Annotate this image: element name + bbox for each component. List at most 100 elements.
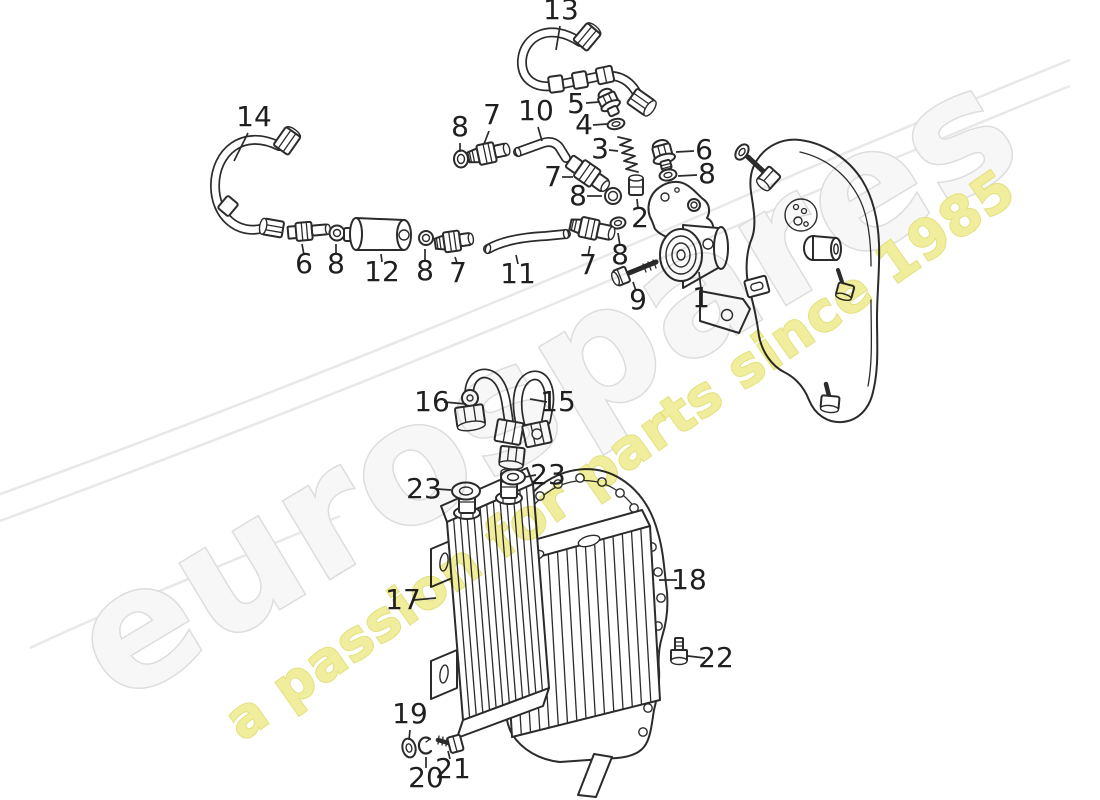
callout-label-5: 5 xyxy=(567,87,585,120)
callout-label-13: 13 xyxy=(543,0,579,26)
callout-8: 8 xyxy=(451,110,469,152)
fin-line xyxy=(593,540,606,715)
callout-23: 23 xyxy=(406,472,452,505)
fin-line xyxy=(466,512,484,714)
callout-leader-14 xyxy=(233,132,249,162)
washer-19 xyxy=(401,737,417,759)
callout-label-8: 8 xyxy=(416,254,434,287)
callout-6: 6 xyxy=(675,133,713,166)
hose-16 xyxy=(454,368,514,432)
callout-label-6: 6 xyxy=(295,247,313,280)
callout-label-4: 4 xyxy=(575,108,593,141)
callout-label-8: 8 xyxy=(698,157,716,190)
callout-leader-17 xyxy=(413,597,437,601)
callout-1: 1 xyxy=(692,271,710,314)
fitting-7-b xyxy=(466,141,511,166)
callout-label-7: 7 xyxy=(579,248,597,281)
fin-line xyxy=(505,495,524,699)
callout-label-8: 8 xyxy=(327,247,345,280)
callout-14: 14 xyxy=(233,100,272,162)
callout-label-12: 12 xyxy=(364,255,400,288)
callout-leader-22 xyxy=(687,655,706,659)
fin-line xyxy=(566,548,578,722)
callout-label-10: 10 xyxy=(518,94,554,127)
bolt-22 xyxy=(670,637,688,666)
callout-11: 11 xyxy=(500,254,536,290)
fin-line xyxy=(472,509,491,711)
callout-7: 7 xyxy=(579,245,597,281)
callout-label-20: 20 xyxy=(408,761,444,794)
spring-3 xyxy=(617,136,639,173)
thermostat-housing-1 xyxy=(647,180,751,334)
callout-3: 3 xyxy=(591,132,619,165)
lock-washer-20 xyxy=(417,736,433,755)
callout-label-14: 14 xyxy=(236,100,272,133)
callout-label-11: 11 xyxy=(500,257,536,290)
fitting-5 xyxy=(597,87,621,118)
callout-2: 2 xyxy=(631,198,649,234)
oil-cooler-17 xyxy=(430,467,550,739)
callout-5: 5 xyxy=(567,87,600,120)
washer-8-d xyxy=(658,168,678,182)
hose-15 xyxy=(493,370,555,470)
callout-label-8: 8 xyxy=(569,179,587,212)
fin-line xyxy=(512,492,530,697)
callout-9: 9 xyxy=(629,281,647,316)
seal-washer-23-left xyxy=(451,481,481,501)
fitting-6-left xyxy=(286,220,332,242)
callout-8: 8 xyxy=(611,232,629,271)
callout-19: 19 xyxy=(392,697,428,741)
callout-label-23: 23 xyxy=(530,458,566,491)
fitting-6-right xyxy=(651,139,676,172)
callout-leader-7 xyxy=(587,245,591,257)
hose-14 xyxy=(209,125,302,239)
fin-line xyxy=(525,486,544,692)
fin-line xyxy=(584,543,596,717)
parts xyxy=(209,22,881,798)
callout-label-7: 7 xyxy=(449,256,467,289)
fin-line xyxy=(486,503,504,706)
callout-8: 8 xyxy=(569,179,602,212)
callout-leader-8 xyxy=(677,174,698,177)
fin-line xyxy=(492,500,510,704)
callout-16: 16 xyxy=(414,385,467,418)
callout-label-7: 7 xyxy=(544,160,562,193)
callout-label-15: 15 xyxy=(540,385,576,418)
callout-leader-12 xyxy=(380,253,383,263)
pipe-10 xyxy=(513,136,571,163)
fin-line xyxy=(459,515,477,716)
callout-label-6: 6 xyxy=(695,133,713,166)
fin-line xyxy=(479,506,497,709)
fin-line xyxy=(452,518,471,719)
washer-4 xyxy=(606,117,626,131)
callout-7: 7 xyxy=(544,160,573,193)
callout-17: 17 xyxy=(385,583,437,616)
fin-line xyxy=(499,497,517,701)
callout-label-16: 16 xyxy=(414,385,450,418)
callout-leader-6 xyxy=(301,243,305,256)
callout-6: 6 xyxy=(295,243,313,280)
callout-leader-7 xyxy=(454,256,458,264)
callout-12: 12 xyxy=(364,253,400,288)
callout-leader-15 xyxy=(529,398,548,403)
hose-11 xyxy=(483,228,571,255)
piston-2 xyxy=(628,174,644,196)
callout-label-8: 8 xyxy=(611,238,629,271)
callout-8: 8 xyxy=(327,244,345,280)
callout-leader-4 xyxy=(592,123,608,126)
callout-20: 20 xyxy=(408,757,444,794)
fin-line xyxy=(519,489,537,694)
callout-leader-21 xyxy=(447,750,451,760)
callout-label-2: 2 xyxy=(631,201,649,234)
callout-leader-23 xyxy=(524,474,537,478)
callout-4: 4 xyxy=(575,108,608,141)
fitting-7-d xyxy=(568,216,616,241)
washer-8-c xyxy=(453,149,469,169)
oil-line-connector-12 xyxy=(343,217,412,251)
callout-leader-13 xyxy=(555,25,561,51)
callout-label-18: 18 xyxy=(671,563,707,596)
callout-label-1: 1 xyxy=(692,281,710,314)
callout-leader-10 xyxy=(537,126,543,142)
